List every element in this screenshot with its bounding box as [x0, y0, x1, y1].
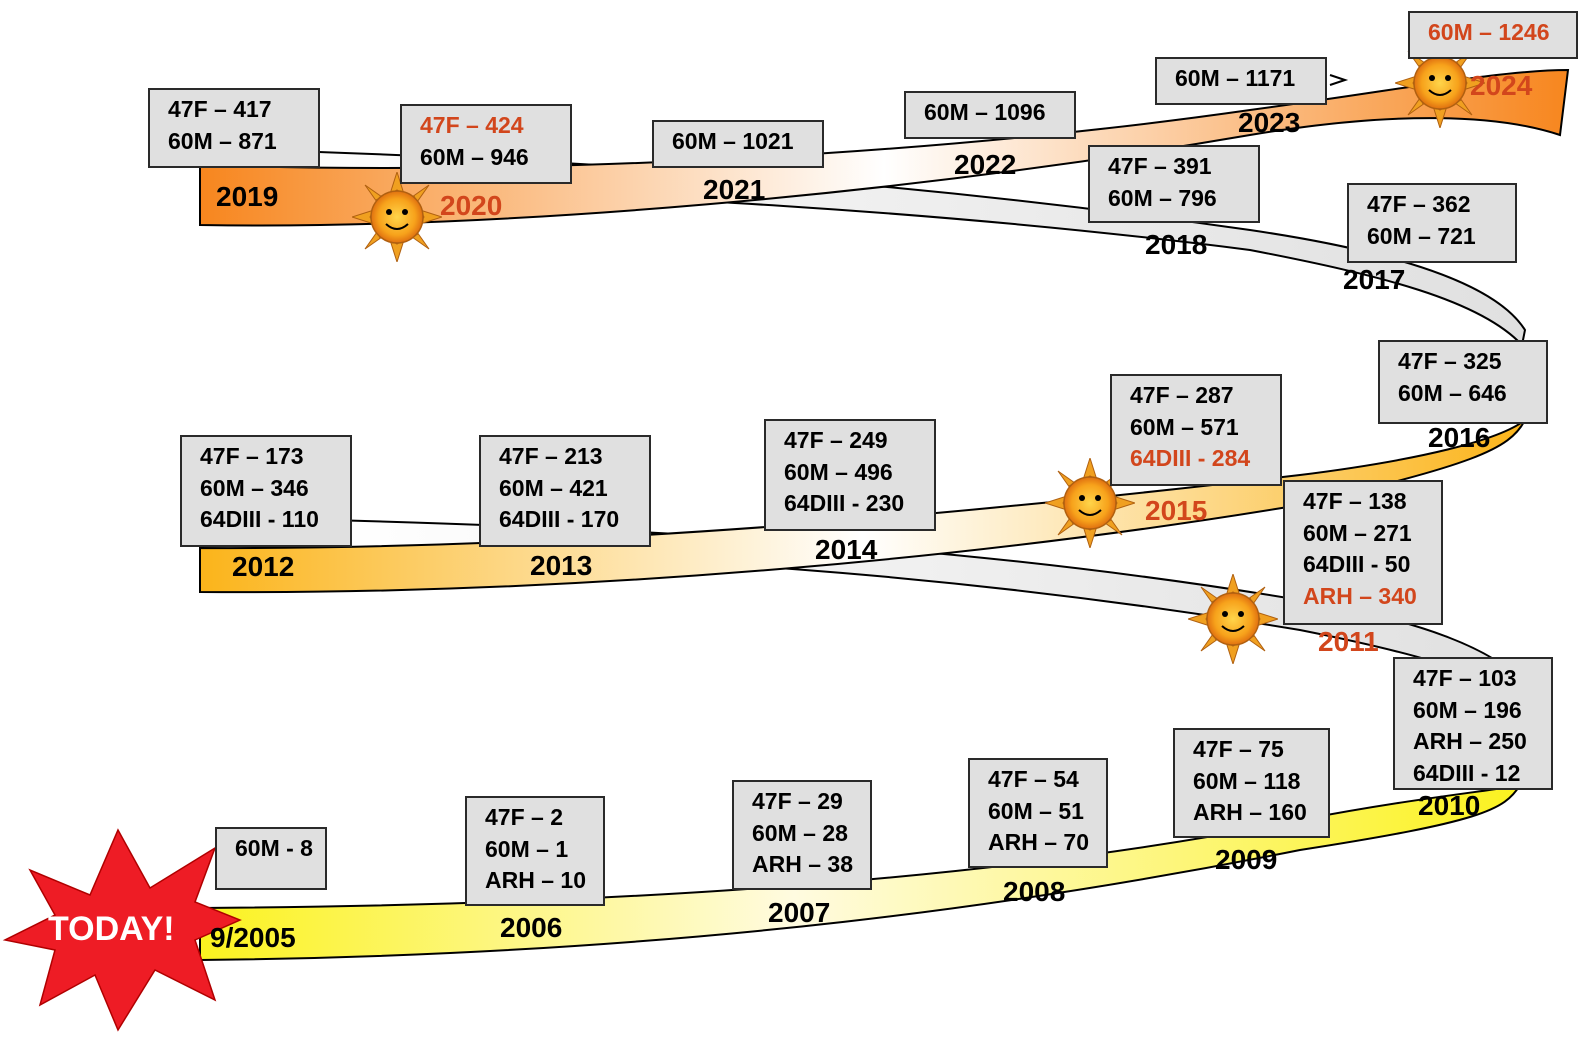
milestone-year: 2010 [1418, 790, 1481, 821]
milestone-count: 64DIII - 110 [200, 506, 319, 532]
milestone-box: 60M – 1171 [1155, 57, 1327, 105]
milestone-count: 47F – 417 [168, 96, 272, 122]
milestone-box: 47F – 54 60M – 51 ARH – 70 [968, 758, 1108, 868]
milestone-box: 47F – 325 60M – 646 [1378, 340, 1548, 424]
milestone-year: 2015 [1145, 495, 1208, 526]
milestone-count: 60M – 646 [1398, 379, 1507, 406]
milestone-year: 2022 [954, 149, 1017, 180]
sun-icon [352, 172, 442, 262]
milestone-box: 47F – 287 60M – 571 64DIII - 284 [1110, 374, 1282, 486]
milestone-count: ARH – 250 [1413, 728, 1527, 754]
milestone-box: 47F – 424 60M – 946 [400, 104, 572, 184]
milestone-count: 64DIII - 170 [499, 506, 620, 532]
today-starburst [2, 828, 242, 1032]
milestone-count: 47F – 29 [752, 788, 843, 814]
milestone-count: 47F – 249 [784, 427, 888, 453]
milestone-box: 47F – 2 60M – 1 ARH – 10 [465, 796, 605, 906]
milestone-count: ARH – 38 [752, 851, 853, 877]
milestone-count: 47F – 325 [1398, 348, 1502, 374]
milestone-year: 2006 [500, 912, 563, 943]
milestone-box: 47F – 391 60M – 796 [1088, 145, 1260, 223]
milestone-count: 47F – 54 [988, 766, 1079, 792]
milestone-count: 60M – 946 [420, 143, 529, 170]
milestone-count: ARH – 340 [1303, 582, 1417, 609]
milestone-count: 60M – 28 [752, 819, 848, 846]
milestone-count: 60M – 1 [485, 835, 569, 862]
milestone-year: 2023 [1238, 107, 1301, 138]
milestone-count: 60M – 1246 [1428, 19, 1550, 45]
milestone-year: 9/2005 [210, 922, 296, 953]
milestone-year: 2014 [815, 534, 878, 565]
milestone-box: 60M – 1021 [652, 120, 824, 168]
milestone-box: 60M – 1096 [904, 91, 1076, 139]
milestone-count: 47F – 213 [499, 443, 603, 469]
milestone-box: 47F – 249 60M – 496 64DIII - 230 [764, 419, 936, 531]
milestone-count: 47F – 391 [1108, 153, 1212, 179]
milestone-box: 47F – 29 60M – 28 ARH – 38 [732, 780, 872, 890]
milestone-count: 60M – 571 [1130, 413, 1239, 440]
milestone-year: 2020 [440, 190, 503, 221]
milestone-count: 60M – 271 [1303, 519, 1412, 546]
milestone-count: ARH – 70 [988, 829, 1089, 855]
milestone-box: 60M - 8 [215, 827, 327, 890]
milestone-box: 47F – 362 60M – 721 [1347, 183, 1517, 263]
milestone-count: ARH – 160 [1193, 799, 1307, 825]
milestone-count: 60M – 796 [1108, 184, 1217, 211]
milestone-year: 2007 [768, 897, 831, 928]
milestone-count: 60M – 1096 [924, 99, 1046, 125]
milestone-year: 2024 [1470, 70, 1533, 101]
milestone-count: 47F – 424 [420, 112, 524, 138]
milestone-count: 60M – 346 [200, 474, 309, 501]
milestone-year: 2008 [1003, 876, 1066, 907]
milestone-year: 2017 [1343, 264, 1406, 295]
milestone-count: 60M – 118 [1193, 767, 1301, 794]
milestone-count: 47F – 103 [1413, 665, 1517, 691]
milestone-year: 2019 [216, 181, 279, 212]
sun-icon [1188, 574, 1278, 664]
milestone-count: 64DIII - 50 [1303, 551, 1411, 577]
milestone-count: 60M – 51 [988, 797, 1084, 824]
milestone-count: 47F – 75 [1193, 736, 1284, 762]
milestone-box: 47F – 417 60M – 871 [148, 88, 320, 168]
milestone-count: 60M – 421 [499, 474, 608, 501]
milestone-year: 2012 [232, 551, 295, 582]
milestone-year: 2016 [1428, 422, 1491, 453]
milestone-count: 47F – 138 [1303, 488, 1407, 514]
milestone-count: ARH – 10 [485, 867, 586, 893]
milestone-count: 47F – 2 [485, 804, 563, 830]
milestone-count: 60M – 721 [1367, 222, 1476, 249]
milestone-count: 60M – 496 [784, 458, 893, 485]
milestone-year: 2009 [1215, 844, 1278, 875]
milestone-count: 64DIII - 230 [784, 490, 905, 516]
milestone-box: 60M – 1246 [1408, 11, 1578, 59]
milestone-year: 2018 [1145, 229, 1208, 260]
milestone-count: 47F – 362 [1367, 191, 1471, 217]
milestone-count: 60M – 196 [1413, 696, 1522, 723]
ribbon-arrow [1329, 74, 1349, 86]
milestone-count: 64DIII - 284 [1130, 445, 1251, 471]
milestone-count: 47F – 287 [1130, 382, 1234, 408]
milestone-box: 47F – 173 60M – 346 64DIII - 110 [180, 435, 352, 547]
milestone-count: 47F – 173 [200, 443, 304, 469]
today-label: TODAY! [48, 910, 175, 948]
milestone-box: 47F – 213 60M – 421 64DIII - 170 [479, 435, 651, 547]
milestone-year: 2013 [530, 550, 593, 581]
milestone-count: 60M - 8 [235, 835, 313, 861]
milestone-count: 64DIII - 12 [1413, 759, 1521, 786]
milestone-count: 60M – 1021 [672, 128, 794, 154]
milestone-box: 47F – 138 60M – 271 64DIII - 50 ARH – 340 [1283, 480, 1443, 625]
milestone-year: 2011 [1318, 626, 1379, 657]
milestone-count: 60M – 871 [168, 127, 277, 154]
milestone-count: 60M – 1171 [1175, 65, 1296, 91]
milestone-year: 2021 [703, 174, 766, 205]
